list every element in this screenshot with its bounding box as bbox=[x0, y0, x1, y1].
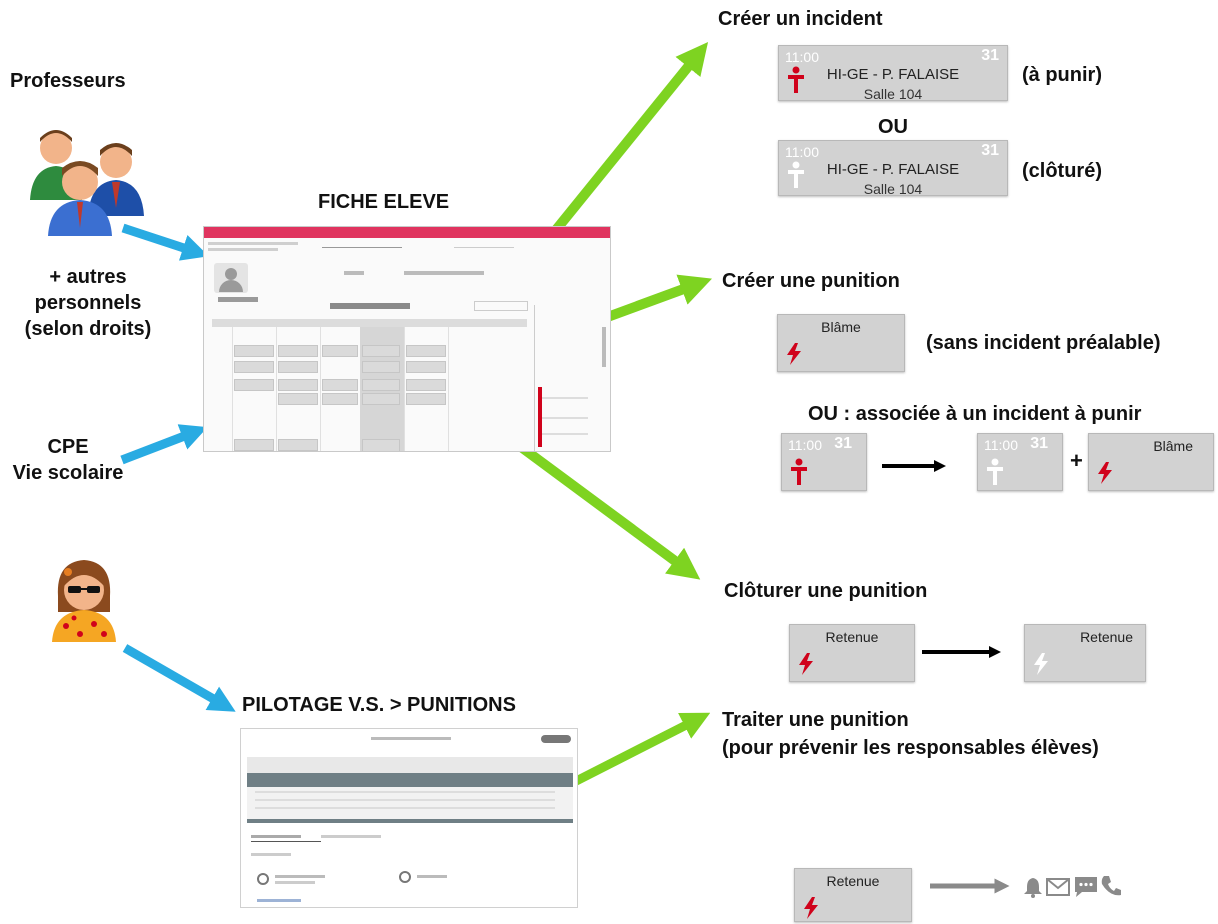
note-closed: (clôturé) bbox=[1022, 160, 1102, 182]
incident-card-open: 11:00 31 HI-GE - P. FALAISE Salle 104 bbox=[778, 45, 1008, 102]
incident-closed-room: Salle 104 bbox=[863, 181, 923, 197]
cpe-line-2: Vie scolaire bbox=[12, 462, 124, 484]
note-no-prior-incident: (sans incident préalable) bbox=[926, 332, 1161, 354]
or-associated-label: OU : associée à un incident à punir bbox=[808, 403, 1142, 425]
incident-closed-number: 31 bbox=[981, 142, 999, 159]
cpe-label: CPE Vie scolaire bbox=[0, 434, 136, 486]
bell-icon bbox=[1024, 878, 1042, 898]
teachers-label: Professeurs bbox=[10, 70, 126, 92]
blame-card-linked: Blâme bbox=[1088, 433, 1214, 491]
process-title-line-1: Traiter une punition bbox=[722, 709, 909, 731]
incident-card-closed: 11:00 31 HI-GE - P. FALAISE Salle 104 bbox=[778, 140, 1008, 197]
other-staff-label: + autres personnels (selon droits) bbox=[4, 264, 172, 342]
incident-small-open: 11:00 31 bbox=[781, 433, 867, 491]
create-punishment-title: Créer une punition bbox=[722, 270, 900, 292]
blame-card: Blâme bbox=[777, 314, 905, 372]
incident-small-time: 11:00 bbox=[788, 437, 822, 453]
person-incident-small-icon bbox=[791, 458, 807, 485]
retenue-process-label: Retenue bbox=[826, 873, 880, 889]
fiche-title-bar bbox=[204, 227, 610, 238]
phone-icon bbox=[1101, 876, 1121, 896]
lightning-red-icon bbox=[787, 343, 801, 365]
retenue-closed-label: Retenue bbox=[1080, 629, 1133, 645]
arrow-teachers-to-fiche bbox=[121, 223, 209, 261]
process-punishment-title: Traiter une punition (pour prévenir les … bbox=[722, 706, 1099, 762]
blame-card-label: Blâme bbox=[821, 319, 861, 335]
incident-course: HI-GE - P. FALAISE bbox=[826, 66, 960, 83]
lightning-white-icon bbox=[1034, 653, 1048, 675]
person-incident-icon bbox=[788, 66, 804, 93]
incident-room: Salle 104 bbox=[863, 86, 923, 102]
note-to-punish: (à punir) bbox=[1022, 64, 1102, 86]
or-label-incident: OU bbox=[878, 116, 908, 138]
mail-icon bbox=[1046, 878, 1070, 896]
retenue-open-label: Retenue bbox=[825, 629, 879, 645]
teachers-icon bbox=[30, 130, 144, 236]
fiche-eleve-screenshot bbox=[203, 226, 611, 452]
lightning-red-linked-icon bbox=[1098, 462, 1112, 484]
fiche-eleve-title: FICHE ELEVE bbox=[318, 191, 450, 213]
person-closed-icon bbox=[788, 161, 804, 188]
incident-number: 31 bbox=[981, 47, 999, 64]
other-staff-line-3: (selon droits) bbox=[24, 318, 152, 340]
process-title-line-2: (pour prévenir les responsables élèves) bbox=[722, 737, 1099, 759]
person-closed-small-icon bbox=[987, 458, 1003, 485]
other-staff-line-1: + autres bbox=[49, 266, 127, 288]
retenue-card-process: Retenue bbox=[794, 868, 912, 922]
incident-small-closed: 11:00 31 bbox=[977, 433, 1063, 491]
incident-small-closed-time: 11:00 bbox=[984, 437, 1018, 453]
retenue-card-open: Retenue bbox=[789, 624, 915, 682]
sms-icon bbox=[1075, 877, 1097, 897]
close-punishment-title: Clôturer une punition bbox=[724, 580, 928, 602]
pilotage-title: PILOTAGE V.S. > PUNITIONS bbox=[242, 694, 516, 716]
other-staff-line-2: personnels bbox=[34, 292, 142, 314]
blame-linked-label: Blâme bbox=[1153, 438, 1193, 454]
student-photo bbox=[214, 263, 248, 293]
cpe-avatar-icon bbox=[52, 560, 116, 642]
lightning-red-retenue-icon bbox=[799, 653, 813, 675]
arrow-cpe-to-pilotage bbox=[122, 644, 236, 712]
incident-small-closed-num: 31 bbox=[1030, 435, 1048, 452]
plus-sign: + bbox=[1070, 448, 1083, 473]
create-incident-title: Créer un incident bbox=[718, 8, 883, 30]
lightning-red-process-icon bbox=[804, 897, 818, 919]
incident-closed-time: 11:00 bbox=[785, 144, 819, 160]
incident-small-num: 31 bbox=[834, 435, 852, 452]
cpe-line-1: CPE bbox=[47, 436, 89, 458]
arrow-cpe-to-fiche bbox=[120, 424, 208, 465]
pilotage-screenshot bbox=[240, 728, 578, 908]
incident-closed-course: HI-GE - P. FALAISE bbox=[826, 161, 960, 178]
retenue-card-closed: Retenue bbox=[1024, 624, 1146, 682]
incident-time: 11:00 bbox=[785, 49, 819, 65]
